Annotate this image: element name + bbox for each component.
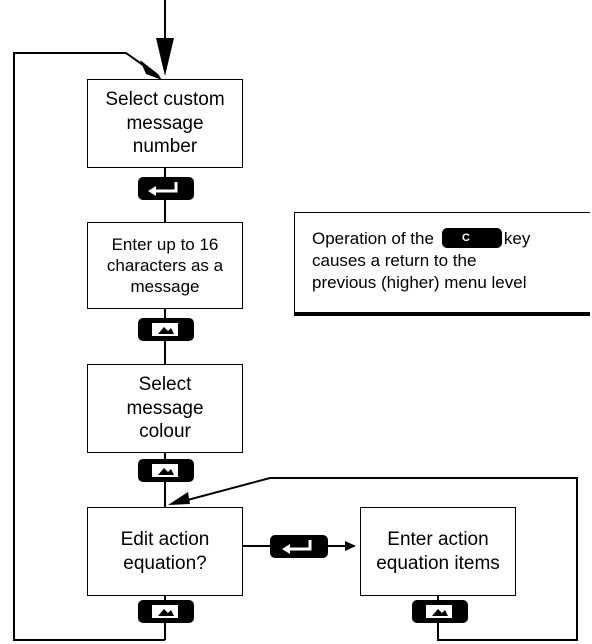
enter-action-items-label: Enter action equation items: [376, 528, 500, 574]
step-key-icon: [138, 600, 194, 623]
step-key-icon: [412, 600, 468, 623]
select-custom-message-box: Select custom message number: [87, 79, 243, 168]
step-key-icon: [138, 318, 194, 341]
note-line-3: previous (higher) menu level: [312, 273, 527, 292]
enter-characters-box: Enter up to 16 characters as a message: [87, 222, 243, 309]
edit-action-label: Edit action equation?: [120, 528, 210, 574]
c-key-icon: C: [441, 227, 502, 248]
note-line-1-after: key: [503, 229, 531, 248]
select-colour-box: Select message colour: [87, 364, 243, 453]
select-custom-message-label: Select custom message number: [105, 88, 225, 158]
select-colour-label: Select message colour: [126, 373, 204, 443]
enter-characters-label: Enter up to 16 characters as a message: [106, 234, 224, 297]
note-line-2: causes a return to the: [312, 251, 477, 270]
step-key-icon: [138, 459, 194, 482]
enter-key-icon: [138, 177, 194, 200]
enter-action-items-box: Enter action equation items: [360, 507, 516, 596]
c-key-label: C: [461, 231, 470, 244]
enter-key-icon: [270, 535, 328, 558]
edit-action-box: Edit action equation?: [87, 507, 243, 596]
note-line-1-before: Operation of the: [312, 229, 434, 248]
